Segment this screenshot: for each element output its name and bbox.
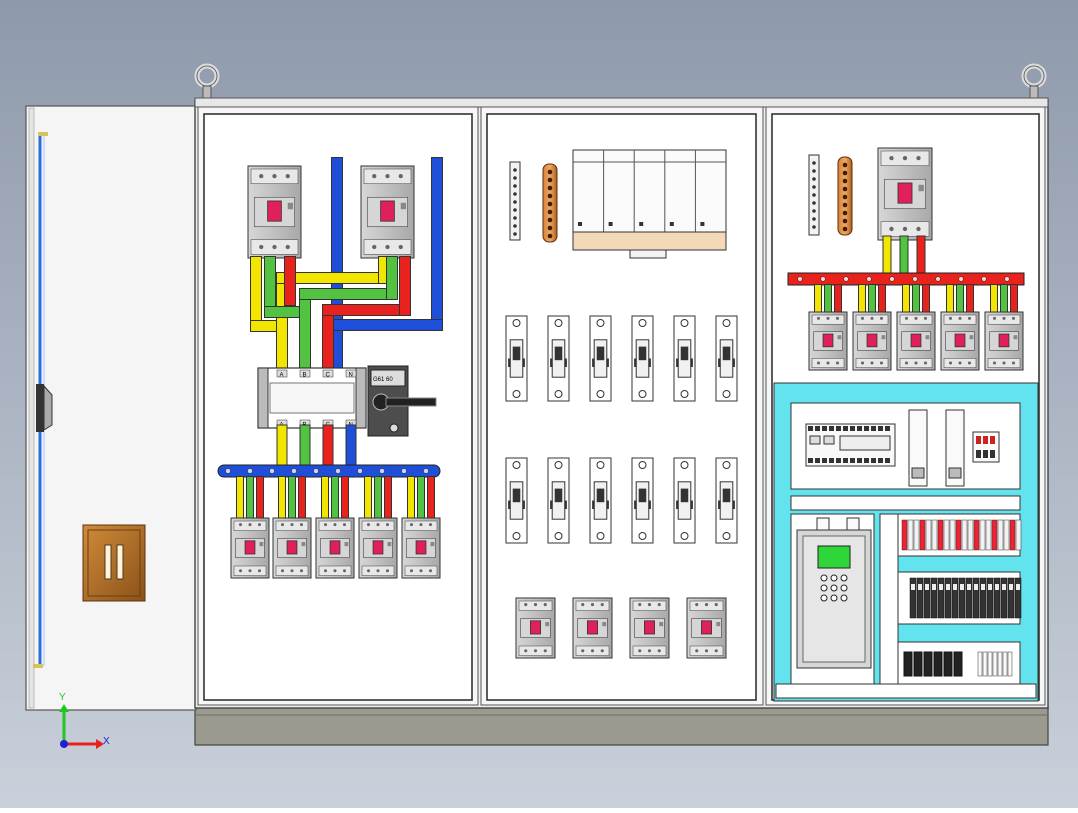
lifting-eye-left <box>194 63 220 101</box>
panel2-breaker-1 <box>515 597 556 659</box>
panel2-breaker-2 <box>572 597 613 659</box>
terminal-block-icon <box>901 519 1022 677</box>
din-module-1 <box>908 409 928 487</box>
mcb-row1-6 <box>715 315 738 402</box>
outgoing-breaker-3 <box>315 517 355 579</box>
panel3-red-busbar <box>787 272 1025 286</box>
mcb-row2-2 <box>547 457 570 544</box>
power-module-block <box>572 149 727 259</box>
y-axis-label: Y <box>59 692 66 703</box>
outgoing-breaker-1 <box>230 517 270 579</box>
mcb-row2-1 <box>505 457 528 544</box>
x-axis-label: X <box>103 736 110 747</box>
inverter-icon <box>796 517 872 669</box>
outgoing-breaker-2 <box>272 517 312 579</box>
mcb-row1-4 <box>631 315 654 402</box>
mcb-row1-1 <box>505 315 528 402</box>
neutral-terminal-bar <box>509 161 521 241</box>
panel3-incoming-breaker <box>877 147 933 241</box>
door-handle <box>82 524 146 602</box>
panel3-outgoing-breaker-4 <box>940 311 980 371</box>
relay-icon <box>972 431 1000 463</box>
din-module-2 <box>945 409 965 487</box>
panel3-outgoing-breaker-3 <box>896 311 936 371</box>
outgoing-breaker-5 <box>401 517 441 579</box>
switch-terminal-label-top: N <box>349 373 353 379</box>
mcb-row1-5 <box>673 315 696 402</box>
mcb-row1-2 <box>547 315 570 402</box>
panel3-copper-pe-bar <box>837 156 853 236</box>
switch-terminal-label-top: A <box>280 373 284 379</box>
copper-pe-bar <box>542 163 558 243</box>
mcb-row2-6 <box>715 457 738 544</box>
panel3-outgoing-breaker-2 <box>852 311 892 371</box>
panel3-outgoing-breaker-5 <box>984 311 1024 371</box>
axis-origin <box>60 740 68 748</box>
cabinet-plinth <box>194 705 1049 746</box>
switch-terminal-label-top: C <box>326 373 331 379</box>
switch-label: G61 60 <box>373 377 393 383</box>
transfer-switch: AABBCCNN <box>257 367 367 429</box>
panel2-breaker-3 <box>629 597 670 659</box>
horizontal-neutral-bus <box>217 464 441 478</box>
main-breaker-2 <box>360 165 415 259</box>
main-breaker-1 <box>247 165 302 259</box>
mcb-row2-4 <box>631 457 654 544</box>
panel3-outgoing-breaker-1 <box>808 311 848 371</box>
mcb-row2-3 <box>589 457 612 544</box>
panel2-breaker-4 <box>686 597 727 659</box>
axis-triad: X Y <box>59 692 110 749</box>
switch-terminal-label-top: B <box>303 373 307 379</box>
cabinet-roof <box>194 97 1049 108</box>
outgoing-breaker-4 <box>358 517 398 579</box>
mcb-row2-5 <box>673 457 696 544</box>
rotary-handle: G61 60 <box>367 365 437 437</box>
panel3-neutral-bar <box>808 154 820 236</box>
plc-controller <box>805 423 896 467</box>
mcb-row1-3 <box>589 315 612 402</box>
open-door <box>25 105 197 711</box>
